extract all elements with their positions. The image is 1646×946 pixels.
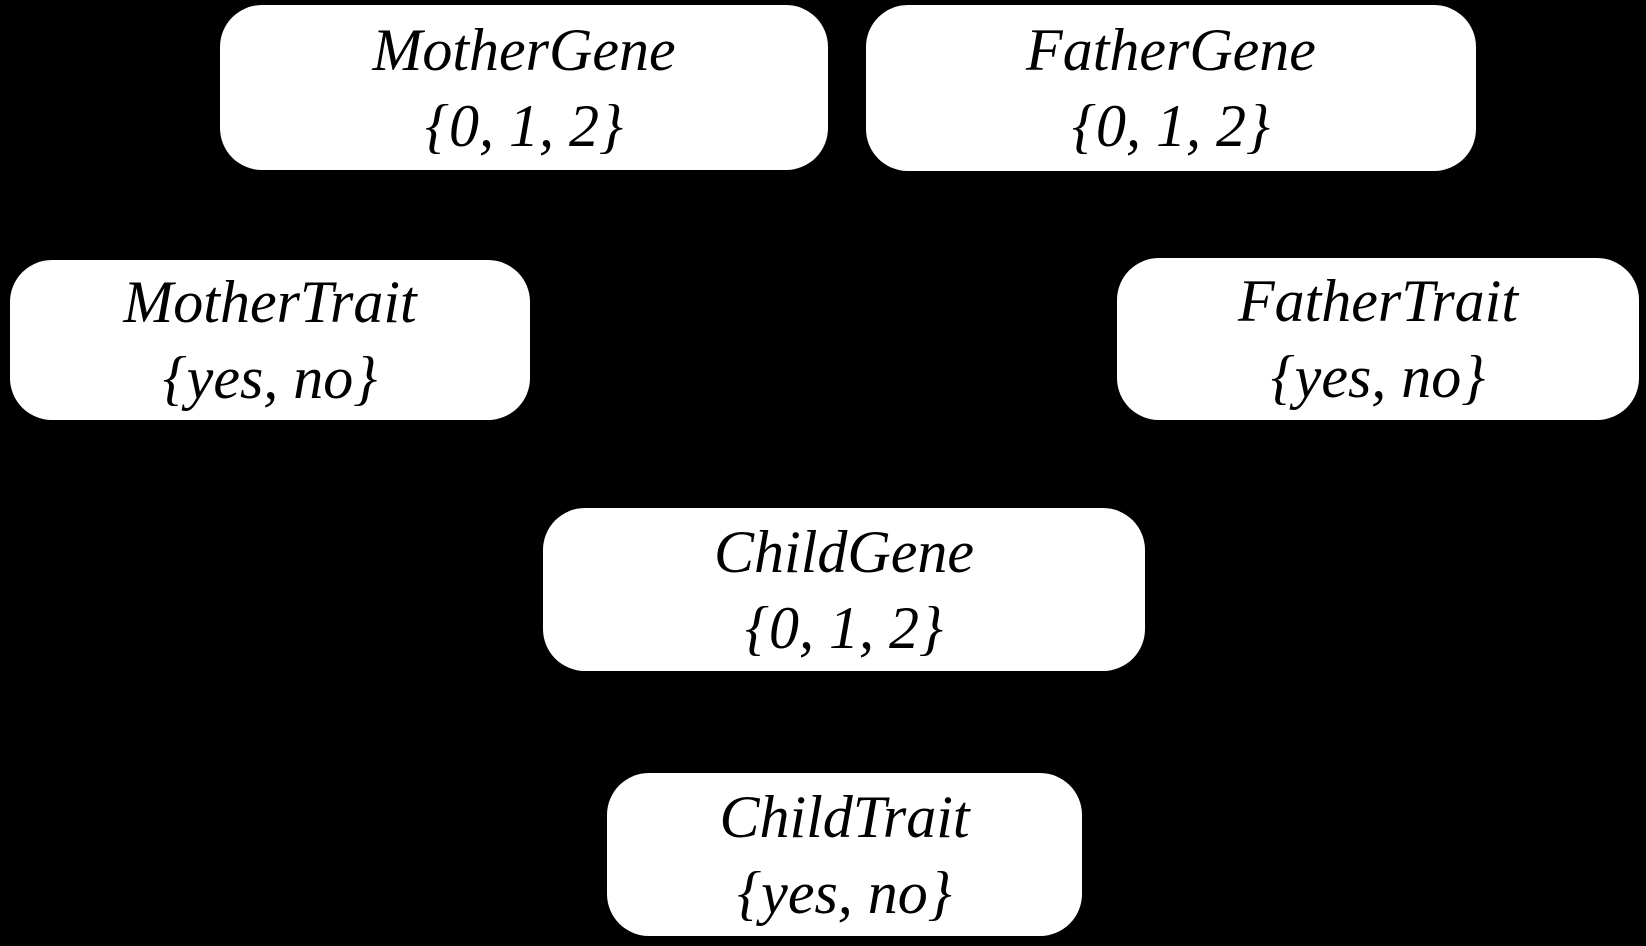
node-label: FatherTrait	[1237, 268, 1519, 334]
node-child-trait: ChildTrait {yes, no}	[607, 773, 1082, 936]
node-domain: {0, 1, 2}	[745, 594, 943, 661]
node-domain: {yes, no}	[1270, 344, 1486, 410]
node-domain: {0, 1, 2}	[425, 92, 623, 159]
node-mother-gene: MotherGene {0, 1, 2}	[220, 5, 828, 170]
node-label: ChildGene	[714, 518, 974, 585]
node-label: ChildTrait	[719, 783, 970, 850]
node-domain: {0, 1, 2}	[1072, 93, 1270, 159]
node-domain: {yes, no}	[737, 859, 952, 926]
node-father-trait: FatherTrait {yes, no}	[1117, 258, 1639, 420]
node-domain: {yes, no}	[162, 345, 378, 411]
node-label: MotherTrait	[123, 269, 417, 335]
node-mother-trait: MotherTrait {yes, no}	[10, 260, 530, 420]
node-child-gene: ChildGene {0, 1, 2}	[543, 508, 1145, 671]
node-father-gene: FatherGene {0, 1, 2}	[866, 5, 1476, 171]
node-label: FatherGene	[1026, 17, 1316, 83]
node-label: MotherGene	[372, 16, 676, 83]
